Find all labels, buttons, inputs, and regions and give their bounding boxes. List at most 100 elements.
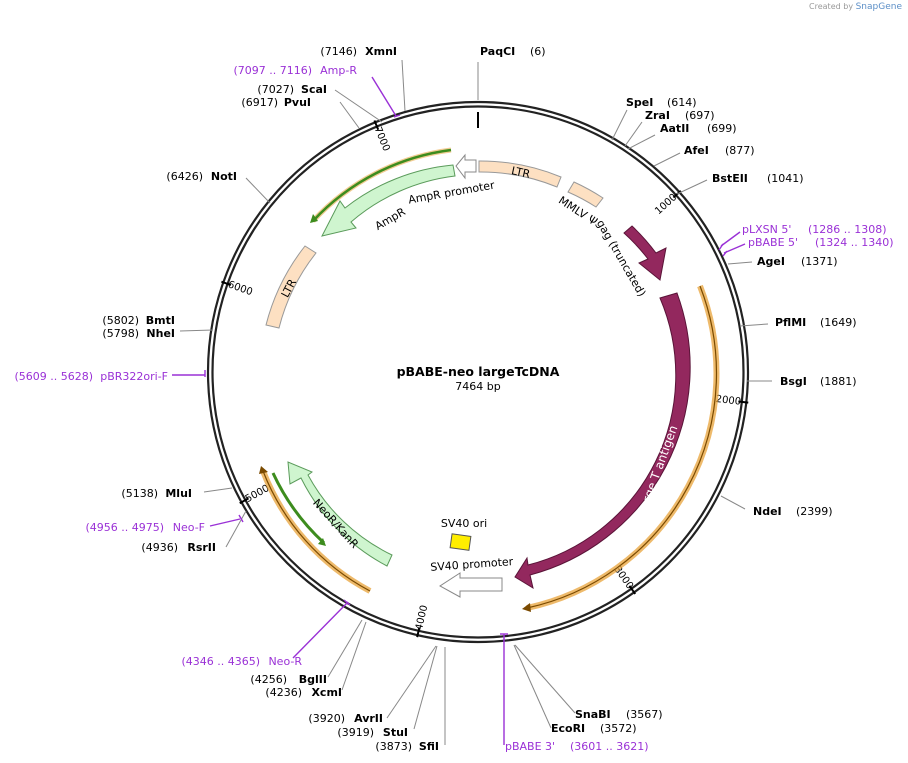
- primer-name-plxsn5[interactable]: pLXSN 5': [742, 223, 791, 236]
- site-name-ecori[interactable]: EcoRI: [551, 722, 585, 735]
- primer-range-pbr322orif: (5609 .. 5628): [14, 370, 93, 383]
- snapgene-logo: SnapGene: [855, 2, 902, 12]
- site-name-bmti[interactable]: BmtI: [146, 314, 175, 327]
- site-name-aatii[interactable]: AatII: [660, 122, 689, 135]
- plasmid-name: pBABE-neo largeTcDNA: [397, 364, 560, 379]
- feature-gag-truncated[interactable]: [623, 225, 667, 281]
- tick-label-4000: 4000: [414, 604, 430, 631]
- tick-label-1000: 1000: [653, 192, 679, 217]
- site-pos-ecori: (3572): [600, 722, 637, 735]
- feature-sv40-promoter[interactable]: [439, 572, 503, 598]
- site-name-mlui[interactable]: MluI: [165, 487, 192, 500]
- site-pos-agei: (1371): [801, 255, 838, 268]
- primer-name-ampr[interactable]: Amp-R: [320, 64, 357, 77]
- site-pos-sfii: (3873): [375, 740, 412, 753]
- site-name-paqci[interactable]: PaqCI: [480, 45, 515, 58]
- orf-right-core: [526, 285, 718, 609]
- feature-label-sv40-ori: SV40 ori: [441, 517, 487, 530]
- feature-ltr-left[interactable]: [265, 245, 317, 329]
- site-name-scai[interactable]: ScaI: [301, 83, 327, 96]
- feature-sv40-ori[interactable]: [449, 533, 472, 551]
- feature-mmlv-psi[interactable]: [567, 181, 604, 208]
- site-name-pflmi[interactable]: PflMI: [775, 316, 806, 329]
- site-pos-pflmi: (1649): [820, 316, 857, 329]
- primer-range-pbabe5: (1324 .. 1340): [815, 236, 894, 249]
- tick-label-7000: 7000: [372, 125, 392, 153]
- site-name-spei[interactable]: SpeI: [626, 96, 653, 109]
- site-pos-mlui: (5138): [121, 487, 158, 500]
- site-pos-pvui: (6917): [241, 96, 278, 109]
- primer-name-pbabe3[interactable]: pBABE 3': [505, 740, 555, 753]
- tick-label-2000: 2000: [715, 394, 742, 408]
- site-name-rsrii[interactable]: RsrII: [187, 541, 216, 554]
- site-pos-avrii: (3920): [308, 712, 345, 725]
- site-pos-bsteii: (1041): [767, 172, 804, 185]
- orf-left-core: [262, 470, 371, 592]
- site-pos-rsrii: (4936): [141, 541, 178, 554]
- backbone-inner: [211, 105, 745, 639]
- site-pos-spei: (614): [667, 96, 697, 109]
- tick-2000: [738, 400, 749, 404]
- site-name-sfii[interactable]: SfiI: [419, 740, 439, 753]
- feature-ltr-top[interactable]: [478, 160, 562, 188]
- orf-neo-arrowhead: [318, 538, 326, 546]
- primer-name-neof[interactable]: Neo-F: [173, 521, 205, 534]
- site-name-bsteii[interactable]: BstEII: [712, 172, 748, 185]
- orf-neo: [271, 472, 326, 545]
- primer-range-pbabe3: (3601 .. 3621): [570, 740, 649, 753]
- site-name-xmni[interactable]: XmnI: [365, 45, 397, 58]
- orf-amp-arrowhead: [310, 214, 318, 223]
- site-pos-xmni: (7146): [320, 45, 357, 58]
- orf-right-arrowhead: [522, 603, 531, 612]
- site-name-ndei[interactable]: NdeI: [753, 505, 782, 518]
- feature-ampr[interactable]: [321, 164, 456, 237]
- feature-label-sv40-promoter: SV40 promoter: [430, 555, 514, 574]
- site-pos-bsgi: (1881): [820, 375, 857, 388]
- primer-name-pbabe5[interactable]: pBABE 5': [748, 236, 798, 249]
- site-name-xcmi[interactable]: XcmI: [311, 686, 342, 699]
- primer-range-plxsn5: (1286 .. 1308): [808, 223, 887, 236]
- site-pos-ndei: (2399): [796, 505, 833, 518]
- site-name-agei[interactable]: AgeI: [757, 255, 785, 268]
- site-name-nhei[interactable]: NheI: [146, 327, 175, 340]
- site-name-afei[interactable]: AfeI: [684, 144, 709, 157]
- site-pos-bmti: (5802): [102, 314, 139, 327]
- feature-label-large-t-antigen: large T antigen: [636, 423, 680, 513]
- site-name-bsgi[interactable]: BsgI: [780, 375, 807, 388]
- feature-large-t-antigen[interactable]: [514, 292, 691, 590]
- site-name-bglii[interactable]: BglII: [299, 673, 327, 686]
- site-pos-snabi: (3567): [626, 708, 663, 721]
- site-name-avrii[interactable]: AvrII: [354, 712, 383, 725]
- primer-name-pbr322orif[interactable]: pBR322ori-F: [100, 370, 168, 383]
- plasmid-length: 7464 bp: [455, 380, 500, 393]
- site-pos-xcmi: (4236): [265, 686, 302, 699]
- site-name-noti[interactable]: NotI: [211, 170, 237, 183]
- orf-amp-core: [312, 148, 452, 222]
- site-name-snabi[interactable]: SnaBI: [575, 708, 611, 721]
- feature-neor-kanr[interactable]: [287, 461, 393, 567]
- site-name-pvui[interactable]: PvuI: [284, 96, 311, 109]
- backbone-outer: [206, 100, 750, 644]
- feature-ampr-promoter[interactable]: [455, 153, 477, 180]
- snapgene-credit: Created by SnapGene: [809, 2, 902, 12]
- site-name-stui[interactable]: StuI: [383, 726, 408, 739]
- feature-label-gag-truncated: gag (truncated): [594, 218, 648, 299]
- site-pos-nhei: (5798): [102, 327, 139, 340]
- tick-7000: [373, 120, 380, 131]
- tick-3000: [628, 585, 637, 595]
- credit-prefix: Created by: [809, 2, 854, 11]
- primer-name-neor[interactable]: Neo-R: [268, 655, 302, 668]
- feature-label-neor-kanr: NeoR/KanR: [310, 496, 361, 551]
- tick-4000: [416, 627, 421, 638]
- site-pos-paqci: (6): [530, 45, 546, 58]
- primer-range-ampr: (7097 .. 7116): [233, 64, 312, 77]
- feature-label-ltr-top: LTR: [510, 164, 532, 181]
- primer-range-neof: (4956 .. 4975): [85, 521, 164, 534]
- primer-range-neor: (4346 .. 4365): [181, 655, 260, 668]
- site-name-zrai[interactable]: ZraI: [645, 109, 670, 122]
- primer-markers: [172, 76, 746, 745]
- orf-left-arrowhead: [259, 466, 268, 474]
- tick-label-6000: 6000: [226, 279, 254, 298]
- site-pos-bglii: (4256): [250, 673, 287, 686]
